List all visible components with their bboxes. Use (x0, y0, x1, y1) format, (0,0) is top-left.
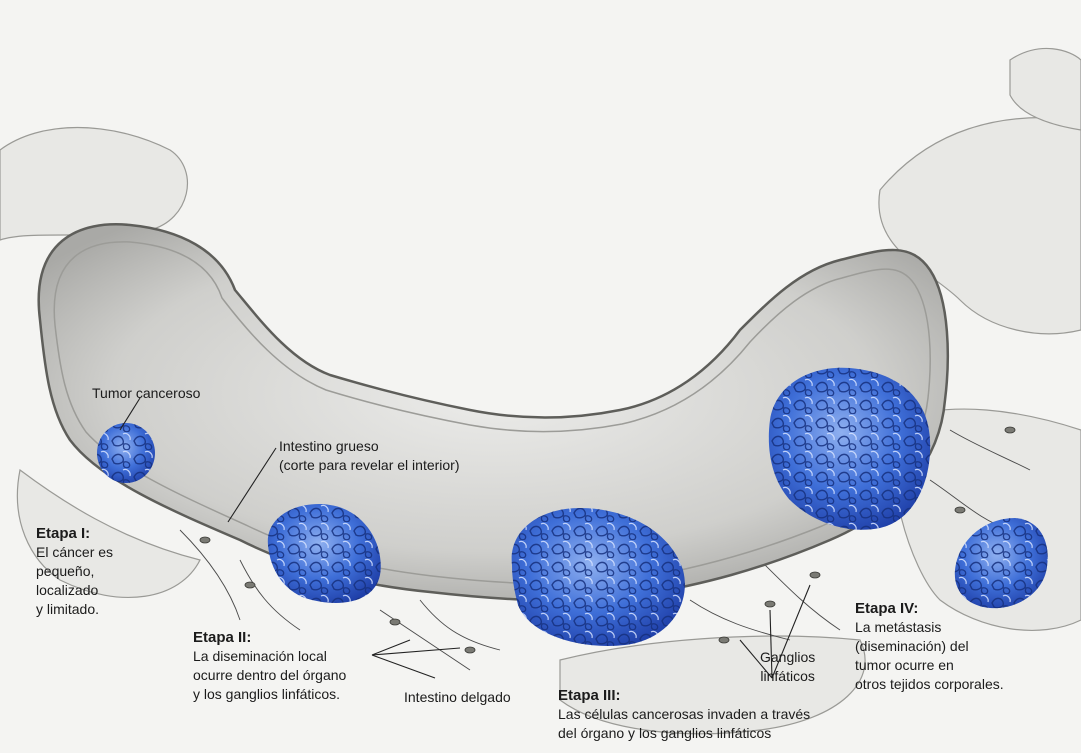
lymph-nodes-label-line-2: linfáticos (760, 667, 815, 686)
stage-4-label: Etapa IV: La metástasis (diseminación) d… (855, 599, 1004, 694)
stage-1-line-4: y limitado. (36, 600, 113, 619)
tumor-label: Tumor canceroso (92, 384, 200, 403)
stage-3-label: Etapa III: Las células cancerosas invade… (558, 686, 810, 743)
tumor-stage-1 (97, 423, 155, 483)
stage-3-line-1: Las células cancerosas invaden a través (558, 705, 810, 724)
stage-4-line-4: otros tejidos corporales. (855, 675, 1004, 694)
stage-2-line-3: y los ganglios linfáticos. (193, 685, 346, 704)
stage-1-title: Etapa I: (36, 524, 113, 543)
stage-1-line-2: pequeño, (36, 562, 113, 581)
stage-1-line-1: El cáncer es (36, 543, 113, 562)
lymph-nodes-label: Ganglios linfáticos (760, 648, 815, 686)
stage-2-line-1: La diseminación local (193, 647, 346, 666)
stage-2-line-2: ocurre dentro del órgano (193, 666, 346, 685)
stage-1-label: Etapa I: El cáncer es pequeño, localizad… (36, 524, 113, 619)
large-intestine-label-line-1: Intestino grueso (279, 437, 460, 456)
stage-4-title: Etapa IV: (855, 599, 1004, 618)
stage-4-line-1: La metástasis (855, 618, 1004, 637)
stage-3-title: Etapa III: (558, 686, 810, 705)
stage-1-line-3: localizado (36, 581, 113, 600)
stage-2-label: Etapa II: La diseminación local ocurre d… (193, 628, 346, 704)
large-intestine-label-line-2: (corte para revelar el interior) (279, 456, 460, 475)
stage-3-line-2: del órgano y los ganglios linfáticos (558, 724, 810, 743)
stage-2-title: Etapa II: (193, 628, 346, 647)
lymph-nodes-label-line-1: Ganglios (760, 648, 815, 667)
stage-4-line-2: (diseminación) del (855, 637, 1004, 656)
stage-4-line-3: tumor ocurre en (855, 656, 1004, 675)
small-intestine-label: Intestino delgado (404, 688, 511, 707)
large-intestine-label: Intestino grueso (corte para revelar el … (279, 437, 460, 475)
